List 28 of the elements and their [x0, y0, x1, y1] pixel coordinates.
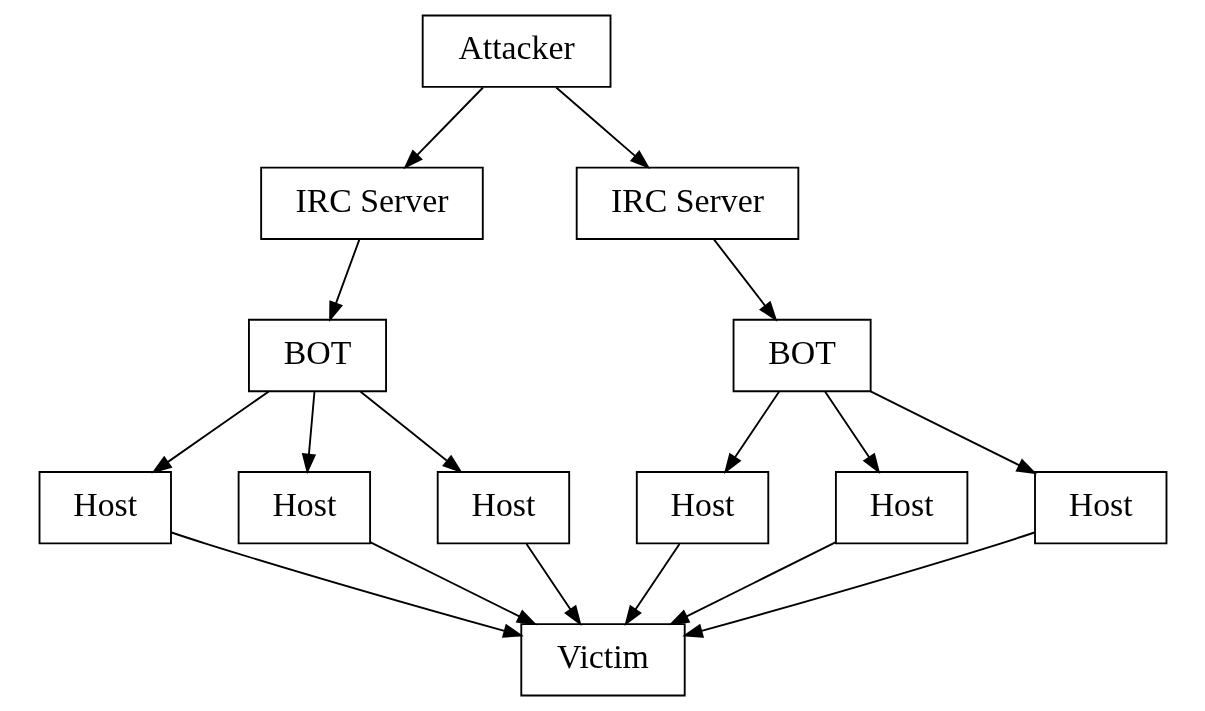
node-box: IRC Server	[259, 166, 484, 240]
arrow	[869, 390, 1037, 475]
arrow	[359, 390, 463, 474]
arrow	[301, 390, 316, 475]
arrow	[328, 238, 360, 323]
arrow	[723, 390, 780, 474]
node-box: IRC Server	[575, 166, 799, 240]
arrow	[525, 543, 582, 627]
arrow	[170, 531, 524, 638]
arrow	[369, 541, 537, 626]
arrow	[554, 86, 650, 170]
node-box: Attacker	[421, 14, 611, 88]
arrow	[402, 86, 484, 170]
node-box: Host	[1033, 471, 1167, 545]
arrow	[668, 541, 836, 626]
arrow	[823, 390, 880, 474]
arrow	[150, 390, 270, 474]
node-box: BOT	[247, 318, 387, 393]
arrow	[712, 238, 777, 322]
node-box: Victim	[519, 623, 686, 697]
node-box: Host	[38, 471, 172, 545]
arrow	[681, 531, 1035, 638]
node-box: Host	[436, 471, 570, 545]
node-box: BOT	[732, 318, 872, 393]
node-box: Host	[237, 471, 371, 545]
arrow	[623, 543, 680, 627]
node-box: Host	[834, 471, 968, 545]
node-box: Host	[635, 471, 769, 545]
